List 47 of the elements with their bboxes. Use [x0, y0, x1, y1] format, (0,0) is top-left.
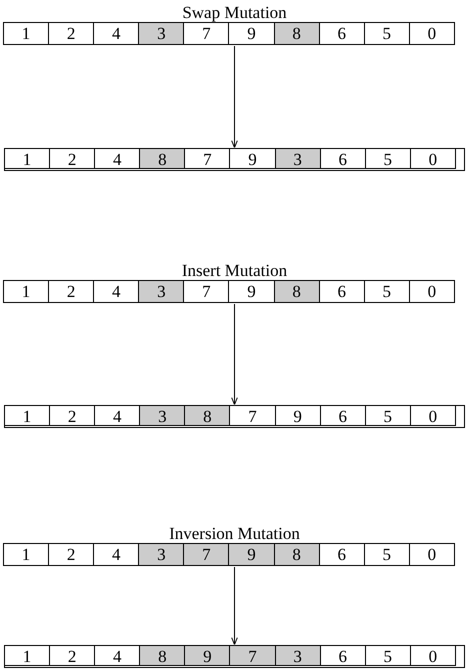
array-cell: 8	[274, 280, 320, 303]
array-cell: 2	[48, 280, 94, 303]
arrow	[231, 304, 238, 406]
arrow	[231, 566, 238, 646]
array-cell: 0	[410, 406, 456, 426]
array-cell: 2	[48, 22, 94, 45]
array-cell: 9	[184, 646, 230, 666]
array-cell: 1	[3, 280, 50, 303]
array-cell: 7	[229, 646, 276, 666]
array-cell: 3	[138, 22, 184, 45]
array-cell: 2	[48, 543, 94, 566]
array-cell: 0	[410, 646, 456, 666]
array-heading: Inversion Mutation	[168, 526, 301, 542]
array-cell: 7	[183, 22, 230, 45]
array-cell: 3	[274, 149, 321, 169]
array-cell: 1	[3, 22, 50, 45]
array-cell: 5	[364, 543, 410, 566]
array-cell: 4	[93, 543, 140, 566]
array-cell: 8	[139, 646, 186, 666]
array-cell: 8	[274, 543, 320, 566]
array-cell: 7	[183, 543, 230, 566]
array-cell: 1	[3, 543, 50, 566]
array-cell: 8	[139, 149, 186, 169]
array-cell: 0	[408, 280, 455, 303]
array-cell: 6	[318, 280, 365, 303]
array-heading: Insert Mutation	[180, 263, 288, 279]
array-cell: 3	[274, 646, 321, 666]
array-cell: 3	[139, 406, 186, 426]
array-cell: 3	[138, 280, 184, 303]
array-cell: 4	[93, 280, 140, 303]
array-cell: 7	[183, 280, 230, 303]
array-heading: Swap Mutation	[181, 5, 288, 21]
array-cell: 4	[93, 22, 140, 45]
array-cell: 8	[274, 22, 320, 45]
array-cell: 6	[318, 543, 365, 566]
array-cell: 0	[410, 149, 456, 169]
array-cell: 9	[228, 543, 275, 566]
array-cell: 0	[408, 543, 455, 566]
array-cell: 8	[184, 406, 230, 426]
array-cell: 6	[318, 22, 365, 45]
array-cell: 9	[228, 280, 275, 303]
array-cell: 5	[364, 280, 410, 303]
array-cell: 3	[138, 543, 184, 566]
array-cell: 5	[364, 22, 410, 45]
arrow	[231, 46, 238, 148]
array-cell: 0	[408, 22, 455, 45]
array-cell: 9	[228, 22, 275, 45]
